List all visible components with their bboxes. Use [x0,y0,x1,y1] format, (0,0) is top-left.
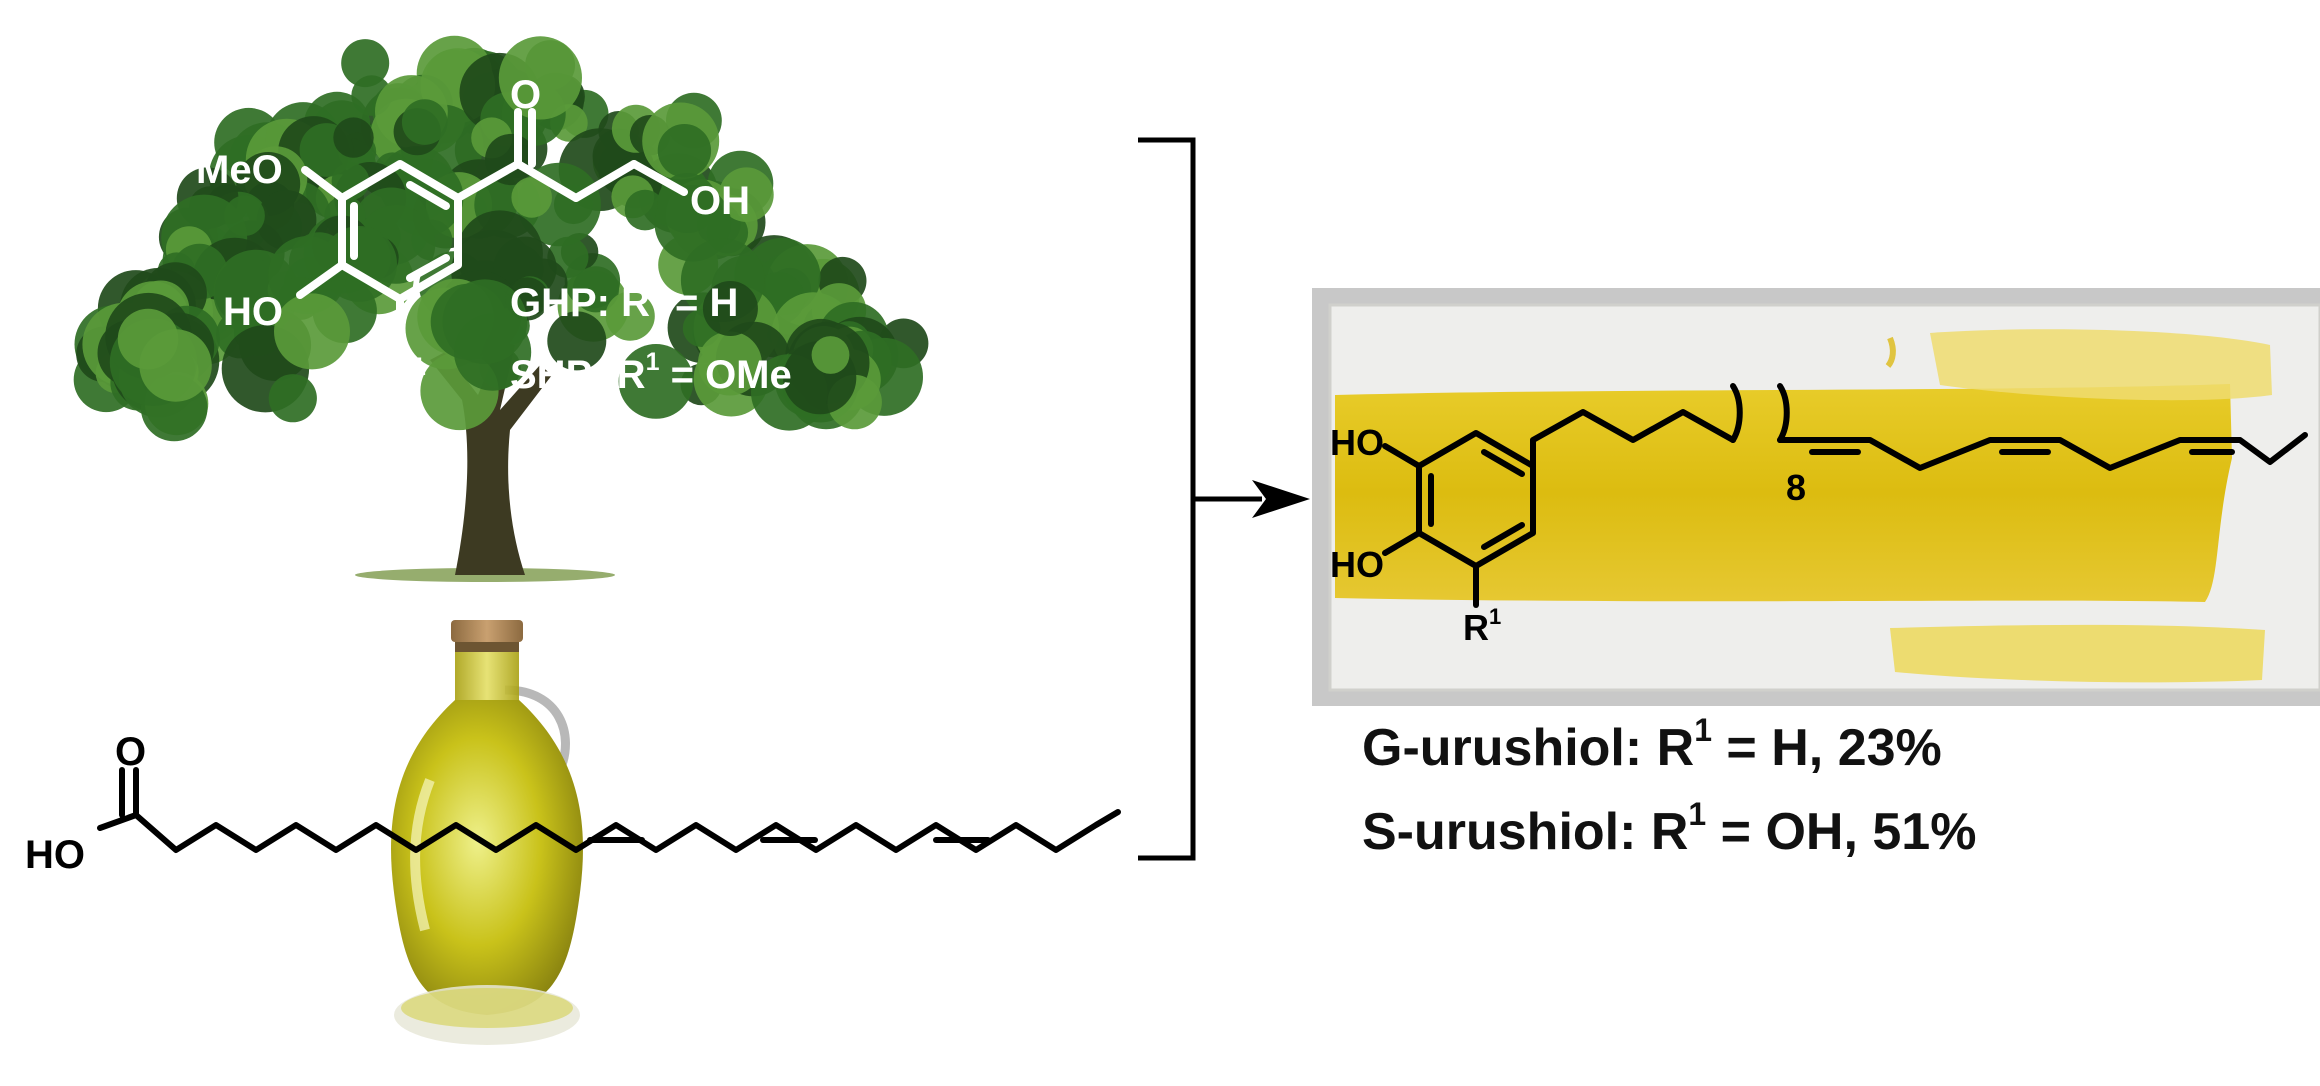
urushiol-structure [1382,383,2308,608]
ghp-definition: GHP: R1 = H [510,276,738,325]
repeat-unit-subscript: 8 [1786,467,1806,508]
s-urushiol-prefix: S-urushiol: R [1362,803,1689,861]
product-hydroxyl-top-label: HO [1330,422,1384,463]
bracket-icon [1138,137,1196,861]
acid-hydroxyl-label: HO [25,833,85,877]
acid-carbonyl-oxygen-label: O [115,730,146,774]
phenol-hydroxyl-label: HO [223,290,283,334]
tree-image [73,35,929,582]
tree-foliage-blob [702,281,758,336]
tree-foliage-blob [605,291,655,341]
tree-foliage-blob [697,331,762,396]
tree-foliage-blob [268,236,347,315]
linolenic-acid-structure [97,767,1121,853]
tree-foliage-blob [117,308,179,370]
product-hydroxyl-bottom-label: HO [1330,544,1384,585]
tree-foliage-blob [572,266,620,313]
tree-foliage-blob [401,99,448,145]
tree-foliage-blob [341,39,390,88]
tree-foliage-blob [498,36,582,120]
tree-foliage-blob [268,374,317,423]
ketone-oxygen-label: O [510,73,541,117]
reaction-arrow-icon [1193,480,1310,518]
s-urushiol-result: S-urushiol: R1 = OH, 51% [1362,798,1977,862]
tree-foliage-blob [442,279,528,365]
tree-foliage-blob [811,336,850,374]
tree-foliage-blob [547,311,607,371]
olive-oil-bottle-image [391,620,583,1045]
tree-r-group-label: R1 [383,353,426,402]
tree-foliage-blob [618,344,694,419]
shp-definition: SHP: R1 = OMe [510,348,792,397]
tree-foliage-blob [657,124,712,178]
g-urushiol-suffix: = H, 23% [1711,719,1942,777]
chain-hydroxyl-label: OH [690,179,750,223]
s-urushiol-suffix: = OH, 51% [1706,803,1977,861]
g-urushiol-prefix: G-urushiol: R [1362,719,1695,777]
tree-foliage-blob [274,293,350,370]
g-urushiol-result: G-urushiol: R1 = H, 23% [1362,714,1942,778]
tree-foliage-blob [256,190,317,250]
tree-foliage-blob [411,219,453,261]
methoxy-label: MeO [196,148,283,192]
s-urushiol-superscript: 1 [1688,796,1707,832]
g-urushiol-superscript: 1 [1694,712,1712,748]
tree-foliage-blob [719,167,774,222]
tree-foliage-blob [333,117,374,158]
product-r-group-label: R1 [1463,604,1501,648]
tree-foliage-blob [511,177,552,218]
hydroxypropiovanillone-structure [296,108,688,349]
